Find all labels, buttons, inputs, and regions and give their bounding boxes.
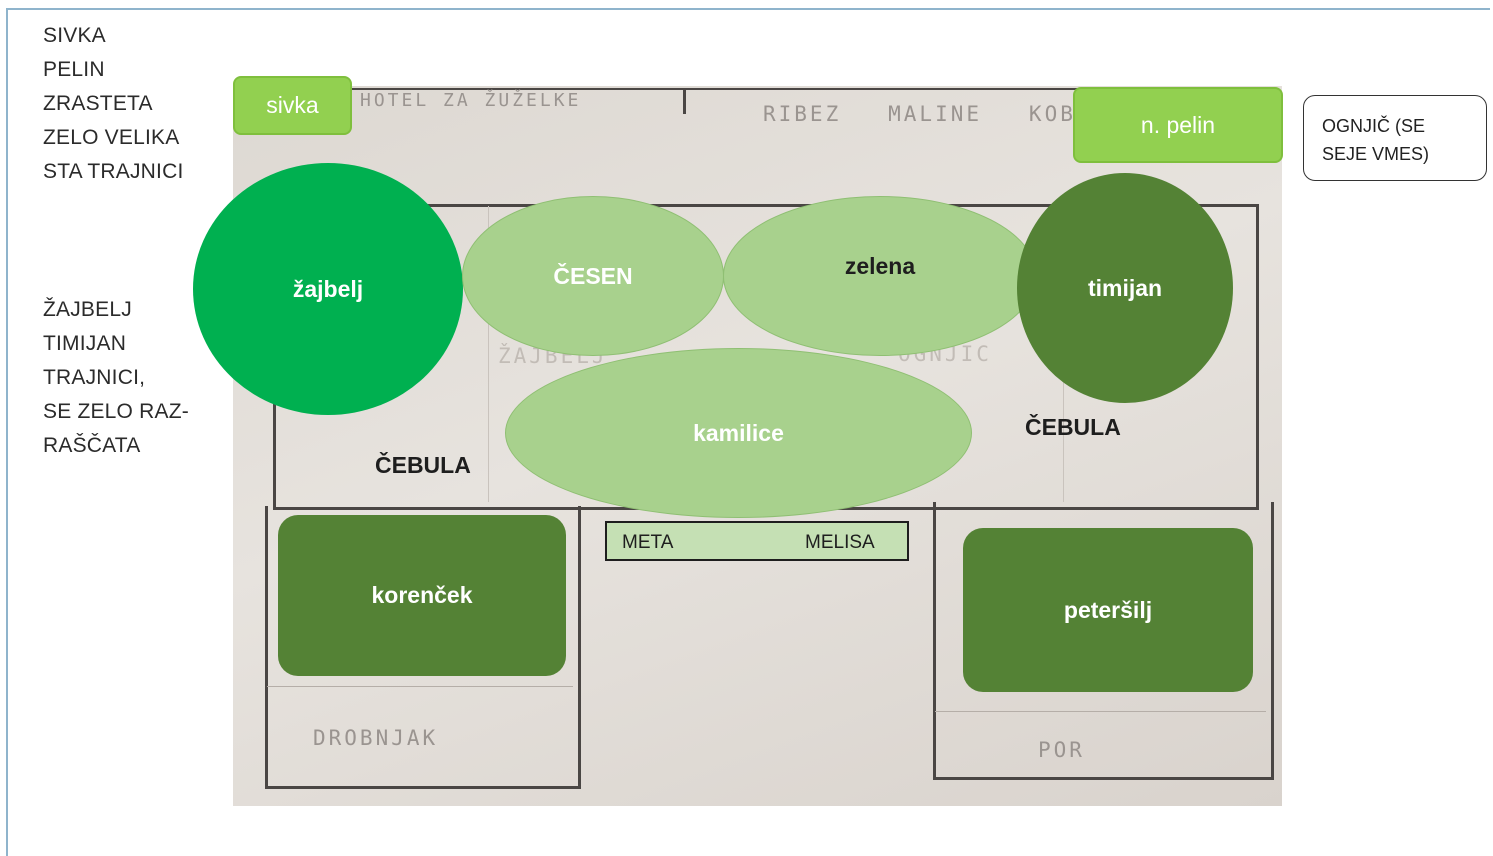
por-label: POR: [1038, 738, 1085, 762]
zajbelj-circle: žajbelj: [193, 163, 463, 415]
hotel-box-line: [343, 90, 686, 114]
meta-melisa-box: META MELISA: [605, 521, 909, 561]
middle-divider-1: [488, 206, 489, 502]
meta-label: META: [622, 532, 674, 553]
bottom-left-divider: [267, 686, 573, 687]
cebula-left-label: ČEBULA: [375, 452, 471, 478]
ognjic-note-box: OGNJIČ (SE SEJE VMES): [1303, 95, 1487, 181]
top-edge-line: [343, 88, 1183, 90]
korencek-box: korenček: [278, 515, 566, 676]
petersilj-box: peteršilj: [963, 528, 1253, 692]
berries-label: RIBEZ MALINE KOBIDE: [763, 102, 1123, 126]
bottom-right-bed: [933, 502, 1274, 780]
cebula-right-label: ČEBULA: [1025, 414, 1121, 440]
hotel-label: HOTEL ZA ŽUŽELKE: [360, 90, 582, 111]
slide-frame: [6, 8, 1490, 856]
melisa-label: MELISA: [805, 532, 875, 553]
n-pelin-box: n. pelin: [1073, 87, 1283, 163]
kamilice-oval: kamilice: [505, 348, 972, 518]
note-zajbelj-timijan: ŽAJBELJ TIMIJAN TRAJNICI, SE ZELO RAZ- R…: [43, 298, 189, 457]
zelena-oval: zelena: [723, 196, 1037, 356]
sivka-box: sivka: [233, 76, 352, 135]
timijan-circle: timijan: [1017, 173, 1233, 403]
bottom-left-bed: [265, 506, 581, 789]
drobnjak-label: DROBNJAK: [313, 726, 439, 750]
note-sivka-pelin: SIVKA PELIN ZRASTETA ZELO VELIKA STA TRA…: [43, 24, 184, 183]
cesen-oval: ČESEN: [462, 196, 724, 356]
bottom-right-divider: [935, 711, 1266, 712]
